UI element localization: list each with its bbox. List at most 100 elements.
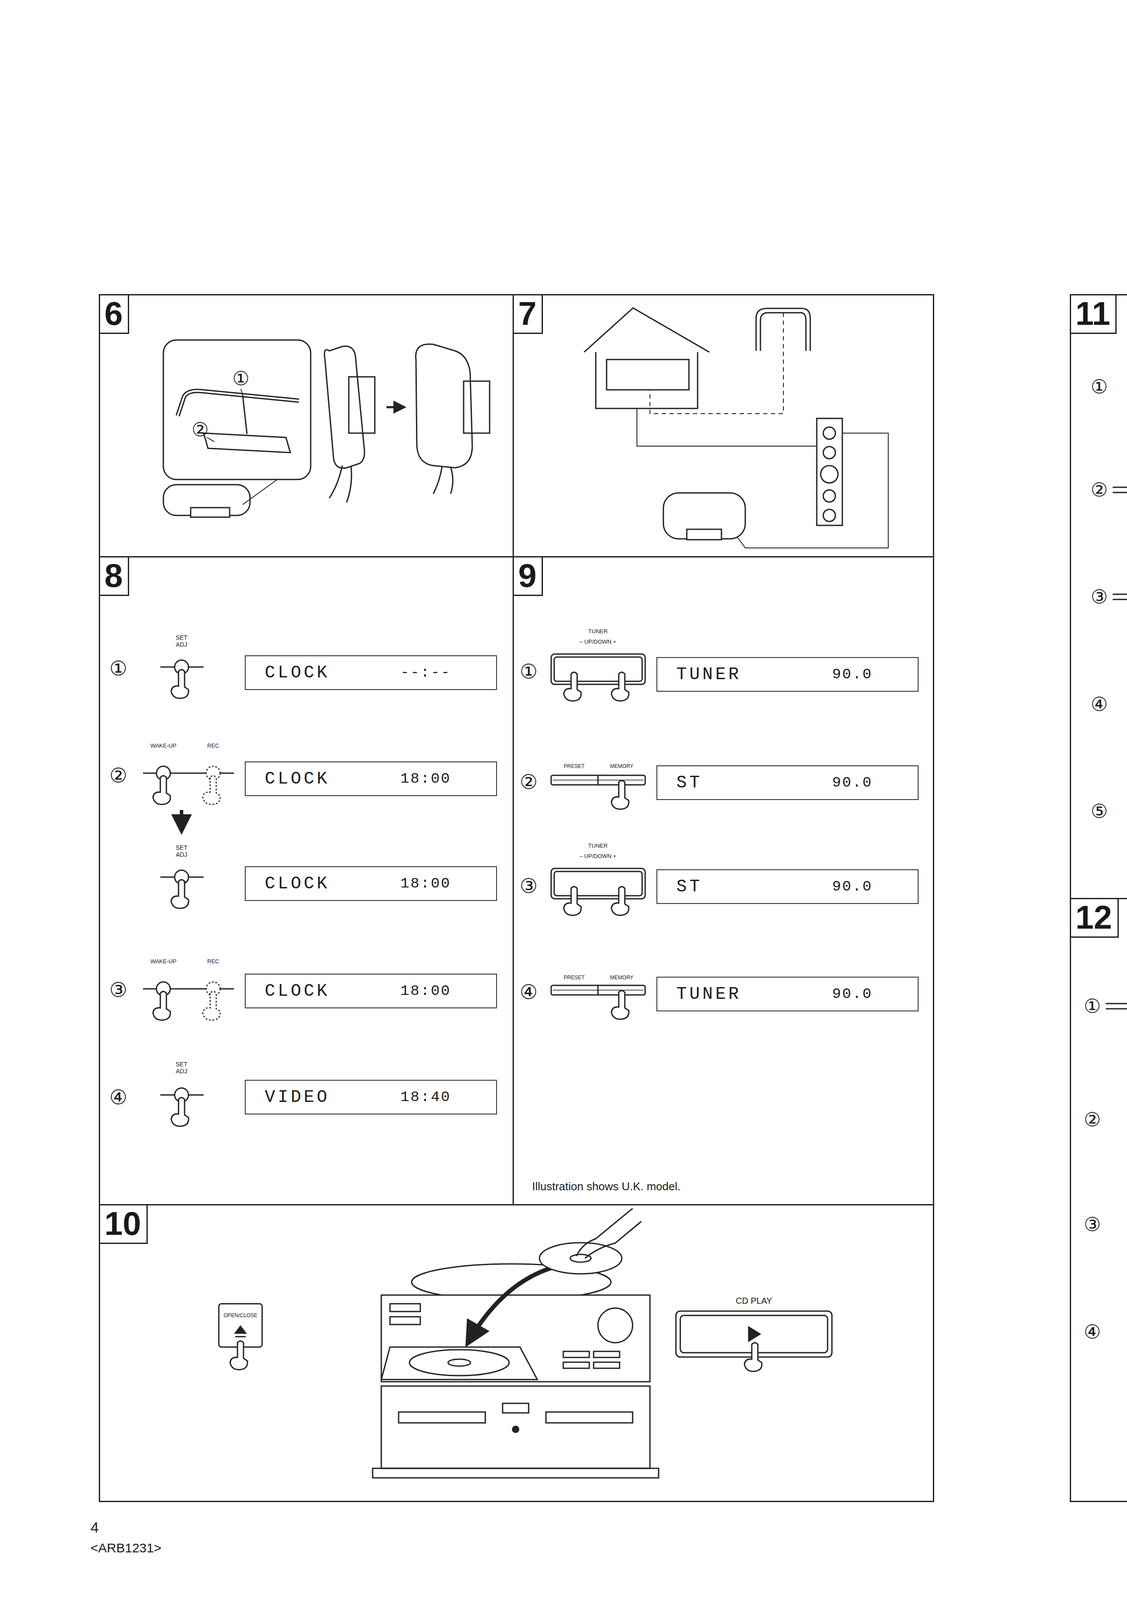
display-text: CLOCK — [264, 663, 330, 683]
house-antenna-art — [649, 312, 784, 414]
button-art — [551, 985, 646, 996]
step-number: ④ — [518, 980, 539, 1004]
cd-player-art — [389, 1317, 421, 1326]
display-text: 90.0 — [831, 986, 873, 1003]
step-number: ② — [1082, 1109, 1102, 1132]
step-number: 9 — [512, 556, 543, 597]
antenna-art — [242, 395, 247, 435]
antenna-art — [177, 391, 299, 417]
button-art — [202, 982, 221, 1021]
button-art — [552, 779, 644, 781]
display-text: 90.0 — [831, 774, 873, 792]
label-text: 4 — [89, 1519, 100, 1537]
display-text: ST — [676, 877, 703, 897]
label-text: CD PLAY — [734, 1296, 773, 1307]
label-text: <ARB1231> — [89, 1541, 163, 1557]
label-text: REC — [206, 958, 220, 966]
display-text: VIDEO — [264, 1088, 330, 1108]
button-art — [142, 654, 646, 1127]
display-text: CLOCK — [264, 874, 330, 894]
cd-player-art — [502, 1403, 529, 1414]
lcd-display: TUNER 90.0 — [656, 977, 919, 1012]
step-number: ① — [108, 657, 128, 681]
label-text: WAKE-UP — [149, 958, 178, 966]
button-art — [554, 871, 643, 897]
display-text: 18:00 — [400, 875, 452, 893]
cd-player-art — [381, 1295, 650, 1383]
partial-steps-art — [1105, 1008, 1127, 1011]
house-antenna-art — [823, 490, 836, 503]
label-text: TUNER — [587, 628, 609, 636]
partial-steps-art — [1112, 487, 1127, 489]
step-number: 11 — [1069, 294, 1117, 335]
button-art — [611, 780, 629, 810]
label-text: – UP/DOWN + — [578, 853, 618, 861]
step-number: 7 — [512, 294, 543, 335]
house-antenna-art — [823, 446, 836, 459]
cd-player-art — [545, 1412, 633, 1424]
display-text: 18:00 — [400, 983, 452, 1000]
step-number: 6 — [98, 294, 130, 335]
lcd-display: CLOCK18:00 — [244, 974, 497, 1009]
lcd-display: CLOCK 18:00 — [244, 866, 497, 902]
cd-player-art — [235, 1326, 246, 1334]
step-number: 10 — [98, 1204, 148, 1245]
display-text: 90.0 — [831, 878, 873, 896]
antenna-art — [203, 433, 291, 453]
lcd-display: CLOCK 18:00 — [244, 761, 497, 797]
partial-steps-art — [1112, 492, 1127, 494]
button-art — [611, 886, 629, 916]
step-number: ① — [1082, 995, 1102, 1018]
cd-player-art — [563, 1362, 590, 1369]
step-number: ② — [108, 764, 128, 788]
step-panel: 8CLOCK--:--CLOCK18:00CLOCK18:00CLOCK18:0… — [98, 556, 514, 1206]
antenna-art — [190, 507, 230, 518]
step-number: ④ — [108, 1086, 128, 1110]
button-art — [551, 654, 646, 685]
antenna-art — [433, 467, 453, 494]
house-antenna-art — [816, 418, 843, 526]
step-number: ② — [190, 418, 210, 442]
antenna-art — [348, 376, 375, 434]
step-number: ① — [1089, 376, 1109, 399]
label-text: PRESET — [562, 975, 586, 982]
antenna-art — [242, 479, 278, 505]
display-text: 18:00 — [400, 770, 452, 788]
label-text: – UP/DOWN + — [578, 639, 618, 646]
display-text: TUNER — [676, 984, 742, 1005]
cd-player-art — [593, 1351, 620, 1358]
display-text: CLOCK — [264, 769, 330, 790]
partial-steps-art — [1105, 1003, 1127, 1005]
display-text: ST — [676, 773, 703, 793]
cd-player-art — [593, 1362, 620, 1369]
cd-player-art — [230, 1341, 248, 1371]
step-panel: 12 — [1069, 898, 1127, 1503]
cd-player-art — [744, 1343, 762, 1372]
step-number: ① — [518, 660, 539, 684]
step-panel: 9TUNER90.0ST90.0ST90.0TUNER90.0 — [512, 556, 935, 1206]
antenna-art — [240, 389, 243, 396]
lcd-display: TUNER90.0 — [656, 657, 919, 692]
house-antenna-art — [736, 433, 889, 549]
antenna-art — [463, 381, 490, 434]
house-antenna-art — [636, 408, 817, 447]
antenna-art — [163, 340, 490, 518]
step-number: ③ — [518, 874, 539, 898]
button-art — [152, 982, 171, 1021]
antenna-art — [386, 406, 404, 409]
partial-steps-art — [1112, 599, 1127, 601]
label-text: PRESET — [562, 763, 586, 770]
antenna-art — [177, 391, 299, 417]
step-number: ② — [1089, 479, 1109, 502]
house-antenna-art — [820, 465, 838, 484]
cd-player-art — [389, 1304, 421, 1313]
display-text: TUNER — [676, 665, 742, 685]
lcd-display: ST 90.0 — [656, 869, 919, 905]
button-art — [611, 672, 629, 702]
cd-player-art — [597, 1308, 633, 1344]
step-number: ① — [231, 367, 251, 390]
house-antenna-art — [823, 509, 836, 522]
cd-player-art — [563, 1351, 590, 1358]
button-art — [563, 886, 582, 916]
